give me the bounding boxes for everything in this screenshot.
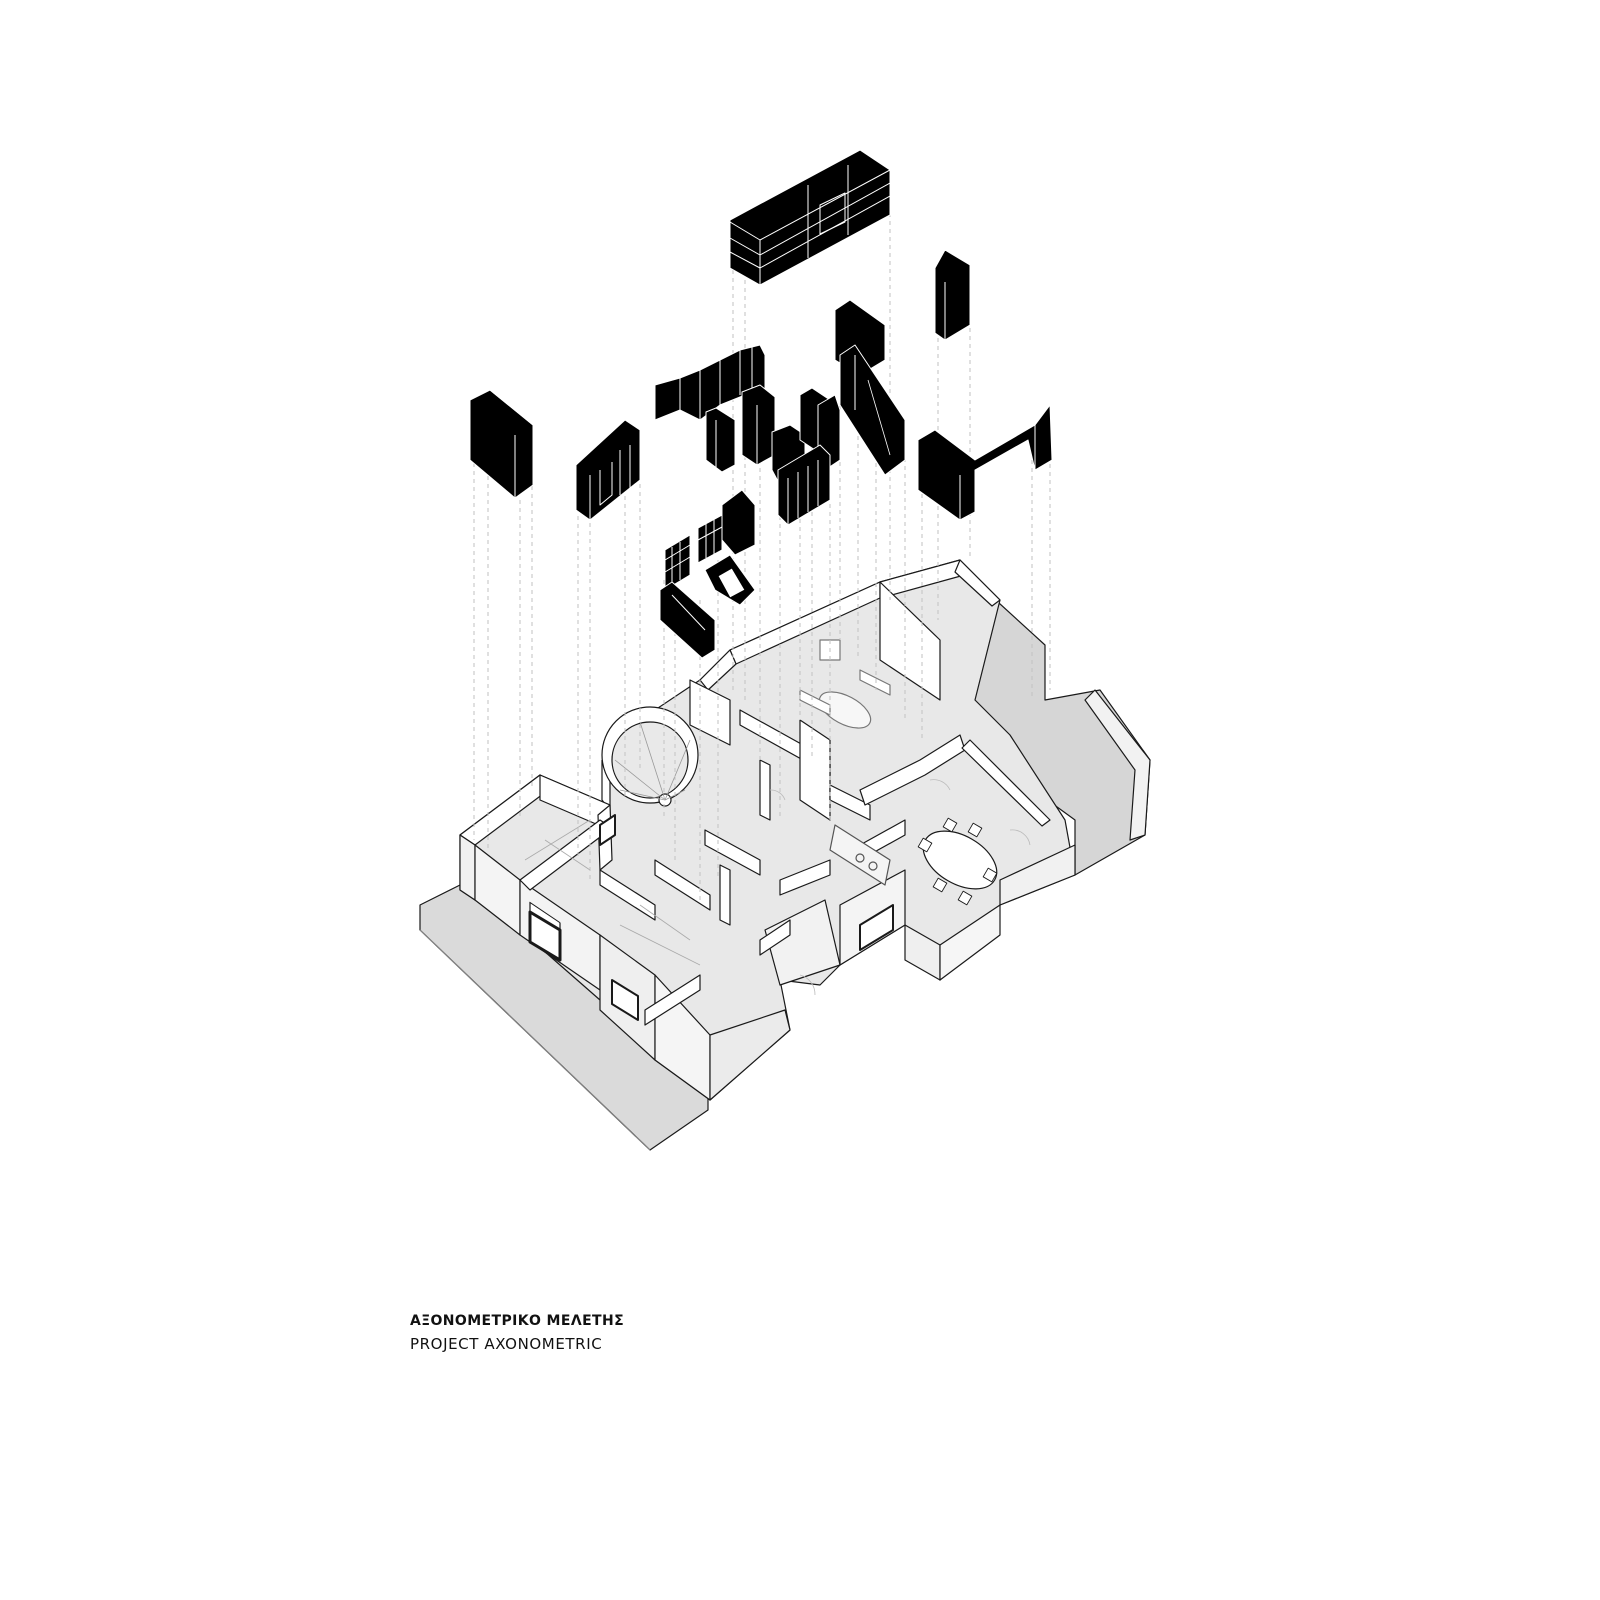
cabinet-low-center: [705, 407, 736, 473]
kitchen-counter: [829, 824, 891, 886]
window-frames: [664, 489, 756, 591]
shelving-unit-top: [729, 149, 891, 286]
low-table-tray: [704, 554, 756, 606]
caption-title: ΑΞΟΝΟΜΕΤΡΙΚΟ ΜΕΛΕΤΗΣ: [410, 1313, 625, 1329]
tall-cabinet-right: [934, 249, 971, 341]
low-bench: [659, 581, 716, 659]
facade-openings: [528, 814, 894, 1021]
spiral-stair: [601, 706, 699, 811]
projection-lines: [473, 205, 1051, 900]
caption-subtitle: PROJECT AXONOMETRIC: [410, 1335, 603, 1353]
wardrobe-left: [469, 389, 534, 499]
cabinet-grid-center: [777, 444, 831, 526]
caption-block: ΑΞΟΝΟΜΕΤΡΙΚΟ ΜΕΛΕΤΗΣ PROJECT AXONOMETRIC: [410, 1312, 624, 1354]
cabinet-tall-center: [741, 384, 776, 466]
dining-table: [917, 817, 998, 906]
furniture-pieces: [469, 149, 1053, 659]
door-swings: [769, 779, 1031, 996]
bench-l-shape: [917, 404, 1053, 521]
building-plan: [419, 559, 1151, 1151]
shelf-unit-left: [575, 419, 641, 521]
bookshelf-long: [834, 299, 906, 476]
